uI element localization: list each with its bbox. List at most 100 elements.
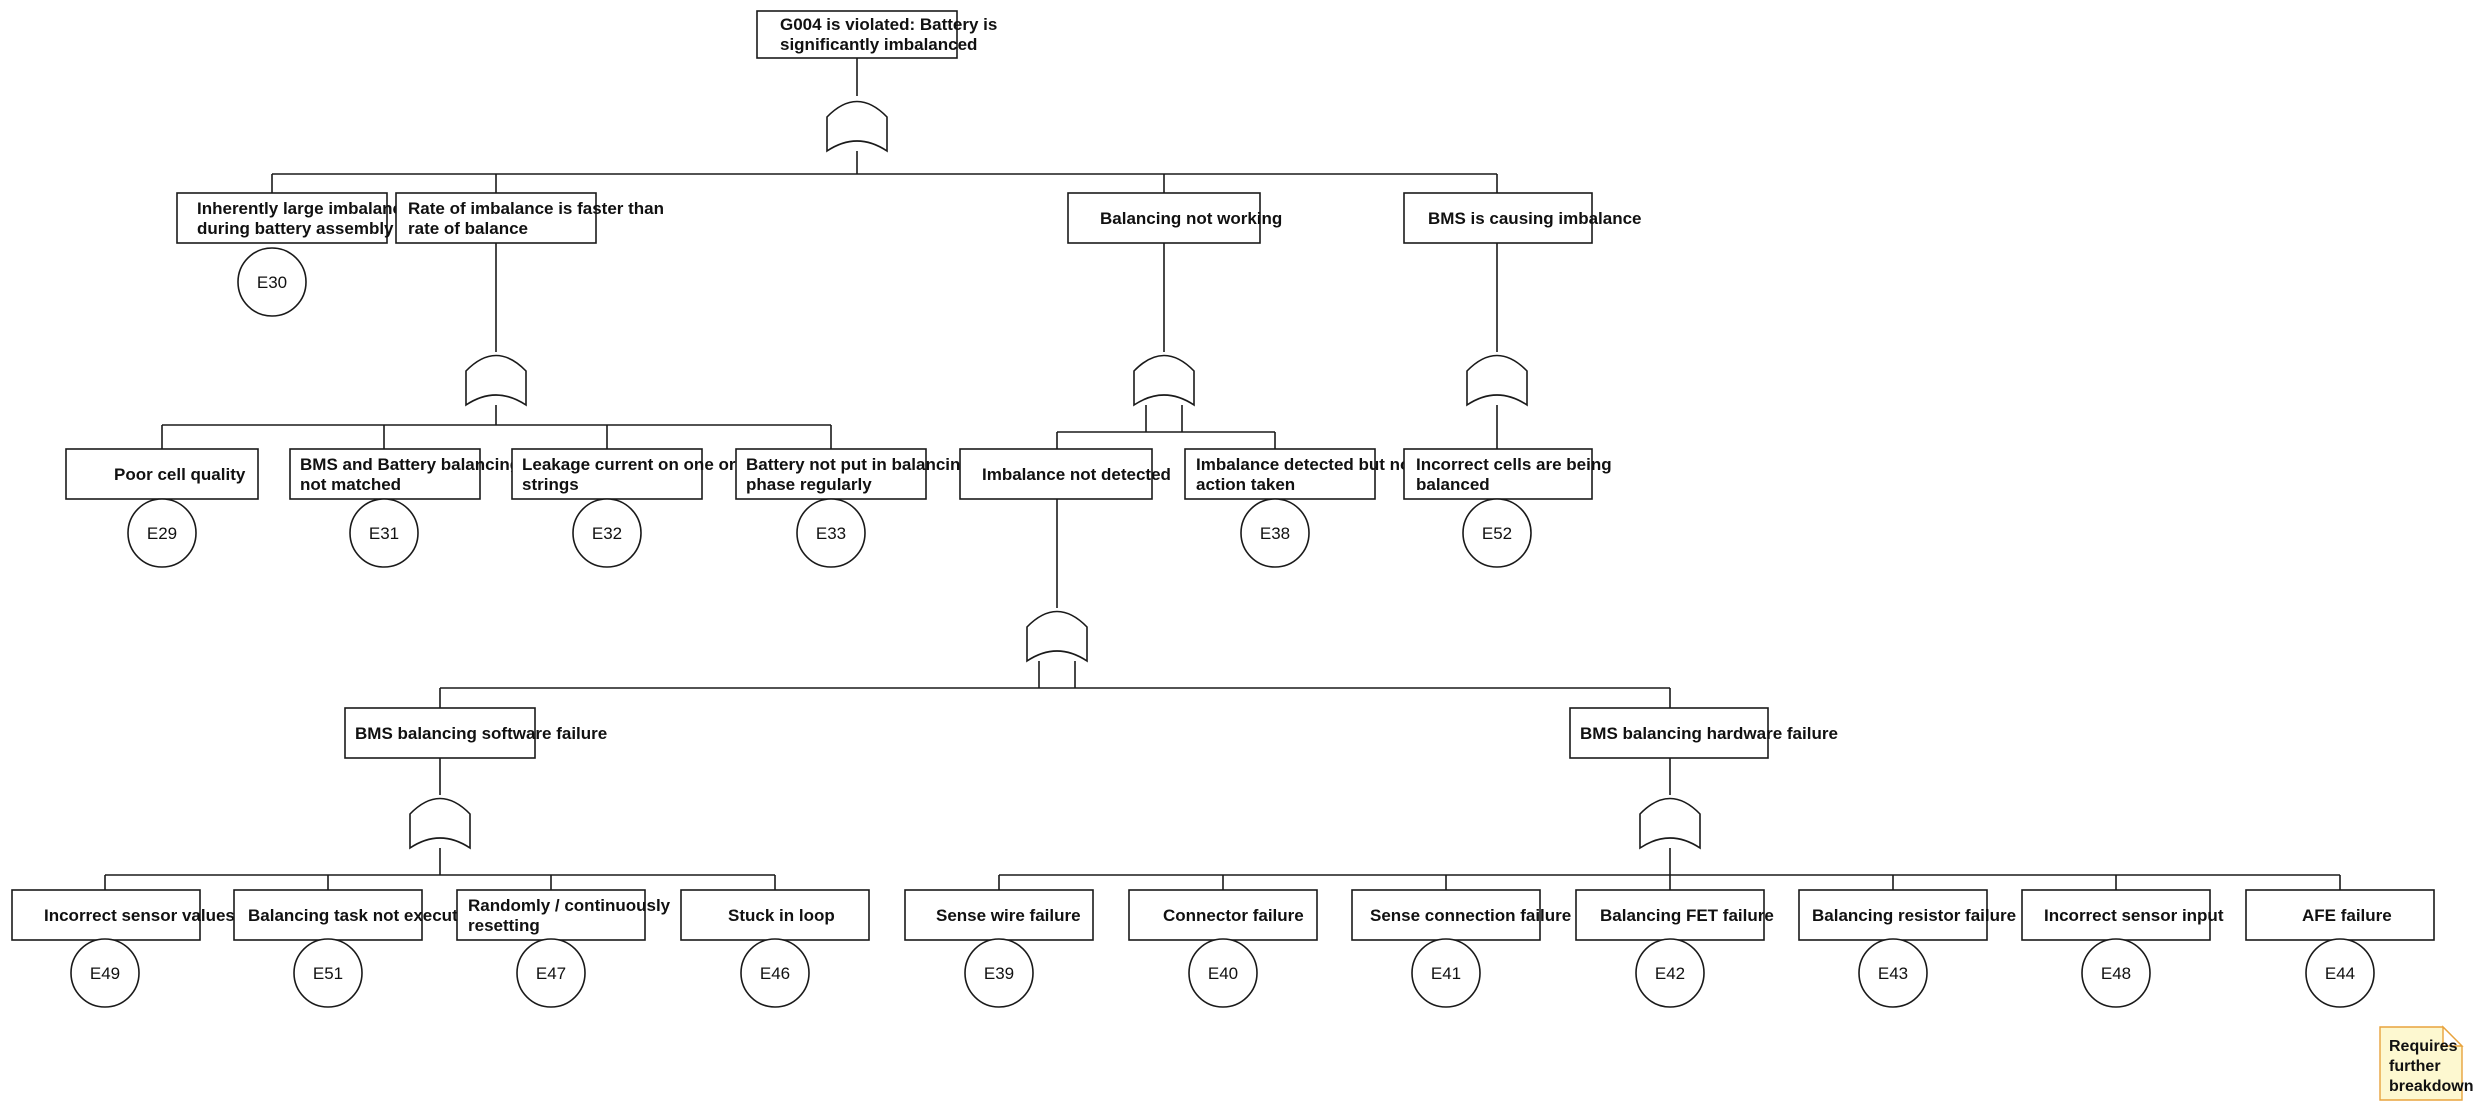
node-incorrect-sensor-values[interactable]: Incorrect sensor values E49 bbox=[11, 889, 235, 1008]
node-sense-connection-failure-box[interactable] bbox=[1351, 889, 1541, 941]
node-battery-not-balanced-regularly-box[interactable] bbox=[735, 448, 927, 500]
node-hardware-failure-line1: BMS balancing hardware failure bbox=[1580, 724, 1838, 743]
node-afe-failure[interactable]: AFE failure E44 bbox=[2245, 889, 2435, 1008]
node-imbalance-no-action-box[interactable] bbox=[1184, 448, 1376, 500]
node-balancing-fet-failure-box[interactable] bbox=[1575, 889, 1765, 941]
node-sense-connection-failure-line1: Sense connection failure bbox=[1370, 906, 1571, 925]
node-root-box[interactable] bbox=[756, 10, 958, 59]
event-label-E43: E43 bbox=[1878, 964, 1908, 983]
event-circle-E30[interactable] bbox=[237, 247, 307, 317]
event-circle-E41[interactable] bbox=[1411, 938, 1481, 1008]
event-circle-E48[interactable] bbox=[2081, 938, 2151, 1008]
node-randomly-resetting-line2: resetting bbox=[468, 916, 540, 935]
node-incorrect-cells-balanced[interactable]: Incorrect cells are being balanced E52 bbox=[1403, 448, 1612, 568]
event-label-E49: E49 bbox=[90, 964, 120, 983]
gate-layer bbox=[409, 100, 1701, 850]
node-software-failure-box[interactable] bbox=[344, 707, 536, 759]
node-incorrect-sensor-input[interactable]: Incorrect sensor input E48 bbox=[2021, 889, 2224, 1008]
node-balancing-resistor-failure[interactable]: Balancing resistor failure E43 bbox=[1798, 889, 2016, 1008]
node-balancing-task-not-executing[interactable]: Balancing task not executing E51 bbox=[233, 889, 483, 1008]
or-gate-root bbox=[826, 100, 888, 153]
node-rate-of-imbalance[interactable]: Rate of imbalance is faster than rate of… bbox=[395, 192, 664, 244]
node-hardware-failure[interactable]: BMS balancing hardware failure bbox=[1569, 707, 1838, 759]
node-imbalance-not-detected[interactable]: Imbalance not detected bbox=[959, 448, 1171, 500]
event-circle-E42[interactable] bbox=[1635, 938, 1705, 1008]
node-incorrect-cells-balanced-line2: balanced bbox=[1416, 475, 1490, 494]
node-leakage-current[interactable]: Leakage current on one or more strings E… bbox=[511, 448, 782, 568]
sticky-note-line3: breakdown bbox=[2389, 1078, 2473, 1095]
node-stuck-in-loop[interactable]: Stuck in loop E46 bbox=[680, 889, 870, 1008]
node-rate-of-imbalance-line1: Rate of imbalance is faster than bbox=[408, 199, 664, 218]
event-circle-E47[interactable] bbox=[516, 938, 586, 1008]
node-balancing-not-working-box[interactable] bbox=[1067, 192, 1261, 244]
event-label-E33: E33 bbox=[816, 524, 846, 543]
node-balancing-fet-failure[interactable]: Balancing FET failure E42 bbox=[1575, 889, 1774, 1008]
node-battery-not-balanced-regularly[interactable]: Battery not put in balancing phase regul… bbox=[735, 448, 971, 568]
node-balancing-rates-not-matched-line1: BMS and Battery balancing rates bbox=[300, 455, 565, 474]
sticky-note-requires-further-breakdown[interactable]: Requires further breakdown bbox=[2379, 1025, 2473, 1101]
or-gate-imbalance-not-detected bbox=[1026, 610, 1088, 663]
event-circle-E29[interactable] bbox=[127, 498, 197, 568]
event-circle-E40[interactable] bbox=[1188, 938, 1258, 1008]
event-label-E48: E48 bbox=[2101, 964, 2131, 983]
node-battery-not-balanced-regularly-line2: phase regularly bbox=[746, 475, 872, 494]
event-circle-E46[interactable] bbox=[740, 938, 810, 1008]
node-hardware-failure-box[interactable] bbox=[1569, 707, 1769, 759]
event-circle-E43[interactable] bbox=[1858, 938, 1928, 1008]
node-bms-causing-imbalance-box[interactable] bbox=[1403, 192, 1593, 244]
node-balancing-fet-failure-line1: Balancing FET failure bbox=[1600, 906, 1774, 925]
node-incorrect-sensor-input-box[interactable] bbox=[2021, 889, 2211, 941]
node-poor-cell-quality-box[interactable] bbox=[65, 448, 259, 500]
node-incorrect-sensor-values-box[interactable] bbox=[11, 889, 201, 941]
node-incorrect-sensor-input-line1: Incorrect sensor input bbox=[2044, 906, 2224, 925]
or-gate-bms-causing-imbalance bbox=[1466, 354, 1528, 407]
node-software-failure[interactable]: BMS balancing software failure bbox=[344, 707, 607, 759]
event-circle-E44[interactable] bbox=[2305, 938, 2375, 1008]
event-label-E52: E52 bbox=[1482, 524, 1512, 543]
node-balancing-task-not-executing-box[interactable] bbox=[233, 889, 423, 941]
event-label-E51: E51 bbox=[313, 964, 343, 983]
node-sense-wire-failure[interactable]: Sense wire failure E39 bbox=[904, 889, 1094, 1008]
connector-layer bbox=[104, 58, 2341, 890]
sticky-note-body[interactable] bbox=[2379, 1026, 2463, 1101]
event-circle-E49[interactable] bbox=[70, 938, 140, 1008]
node-sense-wire-failure-box[interactable] bbox=[904, 889, 1094, 941]
event-circle-E33[interactable] bbox=[796, 498, 866, 568]
event-label-E46: E46 bbox=[760, 964, 790, 983]
node-balancing-rates-not-matched-box[interactable] bbox=[289, 448, 481, 500]
node-balancing-not-working[interactable]: Balancing not working bbox=[1067, 192, 1282, 244]
node-randomly-resetting[interactable]: Randomly / continuously resetting E47 bbox=[456, 889, 671, 1008]
node-rate-of-imbalance-box[interactable] bbox=[395, 192, 597, 244]
node-imbalance-not-detected-box[interactable] bbox=[959, 448, 1153, 500]
event-circle-E52[interactable] bbox=[1462, 498, 1532, 568]
node-afe-failure-box[interactable] bbox=[2245, 889, 2435, 941]
node-imbalance-no-action[interactable]: Imbalance detected but no action taken E… bbox=[1184, 448, 1410, 568]
event-circle-E38[interactable] bbox=[1240, 498, 1310, 568]
node-inherent-imbalance[interactable]: Inherently large imbalance during batter… bbox=[176, 192, 411, 317]
event-label-E41: E41 bbox=[1431, 964, 1461, 983]
node-balancing-rates-not-matched[interactable]: BMS and Battery balancing rates not matc… bbox=[289, 448, 565, 568]
event-label-E40: E40 bbox=[1208, 964, 1238, 983]
node-balancing-task-not-executing-line1: Balancing task not executing bbox=[248, 906, 483, 925]
node-balancing-resistor-failure-box[interactable] bbox=[1798, 889, 1988, 941]
node-connector-failure[interactable]: Connector failure E40 bbox=[1128, 889, 1318, 1008]
node-bms-causing-imbalance-line1: BMS is causing imbalance bbox=[1428, 209, 1642, 228]
node-connector-failure-box[interactable] bbox=[1128, 889, 1318, 941]
node-sense-connection-failure[interactable]: Sense connection failure E41 bbox=[1351, 889, 1571, 1008]
node-connector-failure-line1: Connector failure bbox=[1163, 906, 1304, 925]
event-circle-E31[interactable] bbox=[349, 498, 419, 568]
node-poor-cell-quality[interactable]: Poor cell quality E29 bbox=[65, 448, 259, 568]
node-bms-causing-imbalance[interactable]: BMS is causing imbalance bbox=[1403, 192, 1642, 244]
event-circle-E32[interactable] bbox=[572, 498, 642, 568]
event-circle-E39[interactable] bbox=[964, 938, 1034, 1008]
node-root[interactable]: G004 is violated: Battery is significant… bbox=[756, 10, 997, 59]
sticky-note-line1: Requires bbox=[2389, 1038, 2458, 1055]
node-leakage-current-box[interactable] bbox=[511, 448, 703, 500]
or-gate-hardware-failure bbox=[1639, 797, 1701, 850]
event-circle-E51[interactable] bbox=[293, 938, 363, 1008]
node-inherent-imbalance-line2: during battery assembly bbox=[197, 219, 394, 238]
or-gate-balancing-not-working bbox=[1133, 354, 1195, 407]
node-inherent-imbalance-box[interactable] bbox=[176, 192, 388, 244]
node-stuck-in-loop-box[interactable] bbox=[680, 889, 870, 941]
